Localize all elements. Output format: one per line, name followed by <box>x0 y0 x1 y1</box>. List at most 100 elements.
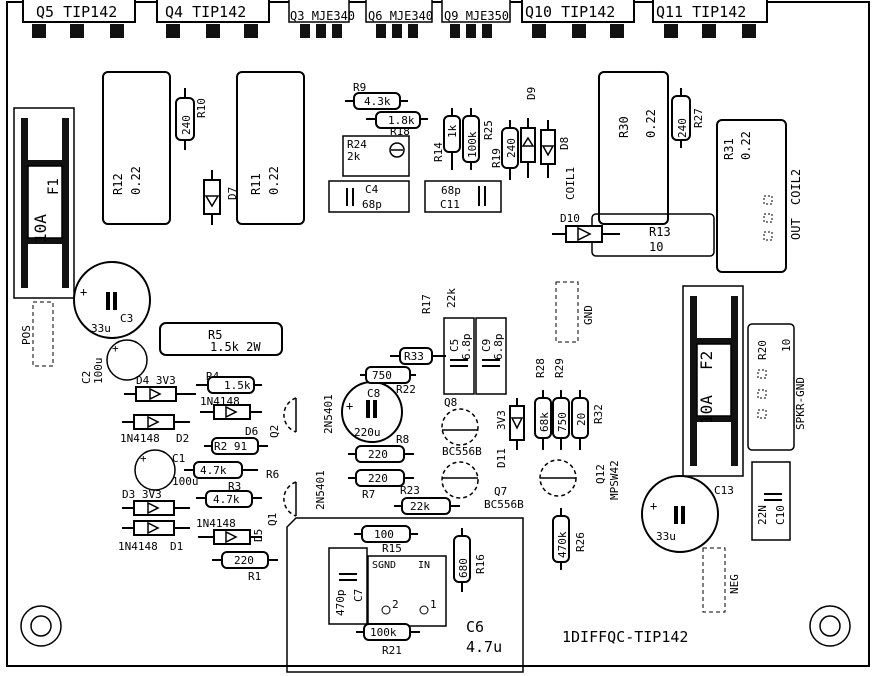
c1-ref: C1 <box>172 452 185 465</box>
r24-value: 2k <box>347 150 361 163</box>
r17-value: 22k <box>445 288 458 308</box>
d2-ref: D2 <box>176 432 189 445</box>
label-headers-5-ref: Q10 <box>525 3 552 21</box>
transistor-q8: Q8 BC556B <box>441 396 482 458</box>
d2-value: 1N4148 <box>120 432 160 445</box>
label-diodes-d3-ref: D3 <box>122 488 135 501</box>
r33-ref: R33 <box>404 350 424 363</box>
resistor-r2: R2 91 <box>204 437 268 455</box>
r20-ref: R20 <box>756 340 769 360</box>
trimmer-r24: R24 2k <box>342 135 410 177</box>
c7-ref: C7 <box>352 589 365 602</box>
header-q6: Q6 MJE340 <box>365 0 433 38</box>
r15-value: 100 <box>374 528 394 541</box>
resistor-r3: R3 4.7k <box>196 480 262 508</box>
label-diodes-d4-ref: D4 <box>136 374 150 387</box>
pos-label: POS <box>20 325 33 345</box>
resistor-r7: 220 R7 <box>348 469 414 501</box>
diode-d5: 1N4148 D5 <box>196 517 265 545</box>
r29-ref: R29 <box>553 358 566 378</box>
r28-value: 68k <box>538 412 551 432</box>
resistor-r5: R5 1.5k 2W <box>159 322 283 356</box>
resistor-r31: R31 0.22 COIL2 OUT <box>716 119 803 273</box>
r32-value: 20 <box>575 413 588 426</box>
resistor-r21: 100k R21 <box>356 623 420 657</box>
capacitor-c6: C6 4.7u <box>466 618 502 656</box>
c13-ref: C13 <box>714 484 734 497</box>
r5-value: 1.5k 2W <box>210 340 261 354</box>
d9-ref: D9 <box>525 87 538 100</box>
r23-value: 22k <box>410 500 430 513</box>
r3-ref: R3 <box>228 480 241 493</box>
r21-ref: R21 <box>382 644 402 657</box>
resistor-r17: R17 22k <box>420 288 458 314</box>
gnd-label: GND <box>582 305 595 325</box>
capacitor-c7: 470p C7 <box>328 547 368 625</box>
d10-ref: D10 <box>560 212 580 225</box>
r22-ref: R22 <box>396 383 416 396</box>
resistor-r28: R28 68k <box>534 358 552 450</box>
label-headers-3-ref: Q6 <box>368 9 382 23</box>
opamp-module: SGND IN 2 1 <box>367 555 447 627</box>
r11-value: 0.22 <box>267 166 281 195</box>
svg-text:+: + <box>112 342 119 355</box>
board-outline <box>6 1 870 667</box>
resistor-r27: 240 R27 <box>671 88 705 148</box>
capacitor-c5: C5 6.8p <box>443 317 475 395</box>
resistor-r20: R20 10 SPKR-GND <box>747 323 807 451</box>
resistor-r23: R23 22k <box>394 484 460 515</box>
diode-d3: D3 3V3 <box>122 488 190 516</box>
c7-value: 470p <box>334 590 347 617</box>
svg-text:+: + <box>80 285 87 299</box>
opamp-in-label: IN <box>418 560 430 571</box>
capacitor-c9: C9 6.8p <box>475 317 507 395</box>
capacitor-c3: + 33u C3 <box>73 261 151 339</box>
resistor-r16: 680 R16 <box>453 528 487 592</box>
r6-value: 4.7k <box>200 464 227 477</box>
label-diodes-d4-value: 3V3 <box>156 374 176 387</box>
r19-value: 240 <box>505 138 518 158</box>
opamp-sgnd-label: SGND <box>372 560 396 571</box>
header-q9-label: Q9 MJE350 <box>444 9 509 23</box>
out-label: OUT <box>789 218 803 240</box>
resistor-r33: R33 <box>390 347 446 365</box>
capacitor-c8: + C8 220u <box>341 381 403 443</box>
transistor-q7: Q7 BC556B <box>441 461 524 511</box>
r4-value: 1.5k <box>224 379 251 392</box>
c6-ref: C6 <box>466 618 484 636</box>
r1-value: 220 <box>234 554 254 567</box>
header-q5: Q5 TIP142 <box>22 0 136 38</box>
neg-label: NEG <box>728 574 741 594</box>
r21-value: 100k <box>370 626 397 639</box>
header-q10-label: Q10 TIP142 <box>525 3 615 21</box>
svg-text:+: + <box>650 499 657 513</box>
c9-ref: C9 <box>480 339 493 352</box>
transistor-q2: Q2 2N5401 <box>268 394 335 438</box>
d5-ref: D5 <box>252 529 265 542</box>
r9-ref: R9 <box>353 81 366 94</box>
subboard-outline <box>286 517 524 673</box>
r6-ref: R6 <box>266 468 279 481</box>
r27-ref: R27 <box>692 108 705 128</box>
connector-gnd: GND <box>555 281 595 343</box>
fuse-f2: 10A F2 <box>682 285 744 477</box>
capacitor-c13: + C13 33u <box>641 475 734 553</box>
diode-d2: 1N4148 D2 <box>120 414 190 445</box>
resistor-r9: R9 4.3k <box>345 81 408 110</box>
resistor-r30: R30 0.22 <box>598 71 669 225</box>
r30-value: 0.22 <box>644 109 658 138</box>
diode-d4: D4 3V3 <box>124 374 196 402</box>
resistor-r8: R8 220 <box>348 433 414 463</box>
d1-ref: D1 <box>170 540 183 553</box>
q1-value: 2N5401 <box>314 470 327 510</box>
r22-value: 750 <box>372 369 392 382</box>
r23-ref: R23 <box>400 484 420 497</box>
spkr-gnd-label: SPKR-GND <box>794 377 807 430</box>
q7-ref: Q7 <box>494 485 507 498</box>
transistor-q1: Q1 2N5401 <box>266 470 327 526</box>
coil1-label: COIL1 <box>564 167 577 200</box>
r7-value: 220 <box>368 472 388 485</box>
c3-value: 33u <box>91 322 111 335</box>
label-resistors-r2-value: 91 <box>234 440 247 453</box>
r10-value: 240 <box>180 115 193 135</box>
